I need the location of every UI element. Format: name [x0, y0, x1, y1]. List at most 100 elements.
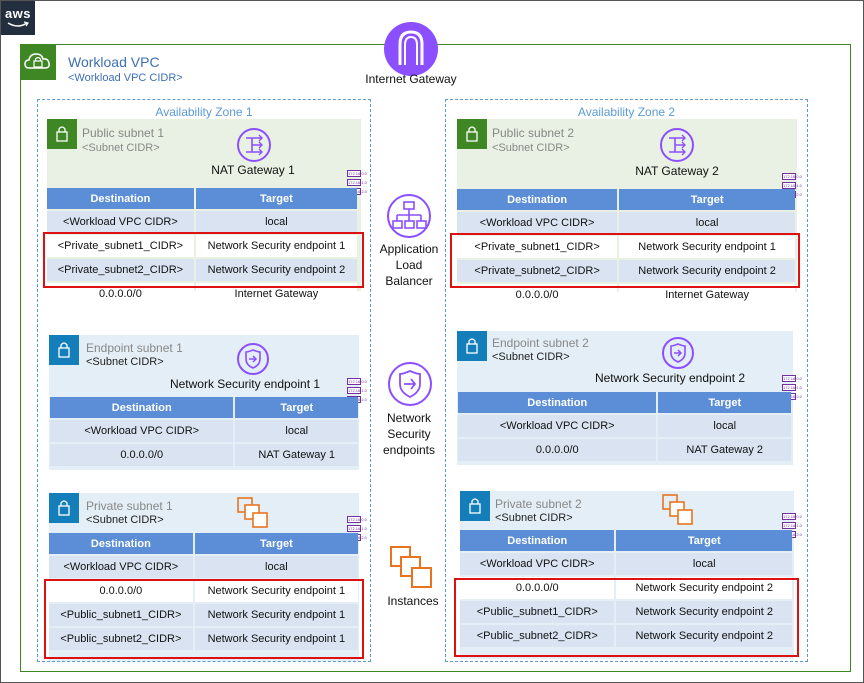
route-dest: <Private_subnet1_CIDR> — [457, 236, 618, 258]
route-target: Network Security endpoint 2 — [195, 259, 357, 281]
col-destination: Destination — [460, 530, 615, 551]
table-row: <Private_subnet2_CIDR>Network Security e… — [47, 259, 357, 281]
table-row: <Public_subnet2_CIDR>Network Security en… — [460, 625, 792, 647]
route-dest: <Private_subnet2_CIDR> — [457, 260, 618, 282]
ip-stack-2-entry: 172.16.0.0 — [347, 378, 367, 385]
route-dest: <Public_subnet2_CIDR> — [49, 628, 193, 650]
endpoint-subnet-1-name: Endpoint subnet 1 — [86, 341, 183, 355]
public-subnet-1-lock-icon — [47, 119, 77, 149]
ip-stack-4-entry: 172.16.1.0 — [782, 182, 802, 189]
application-load-balancer-icon — [387, 194, 431, 238]
route-target: Network Security endpoint 1 — [194, 580, 358, 602]
route-dest: 0.0.0.0/0 — [50, 444, 234, 466]
col-target: Target — [619, 189, 795, 210]
route-target: Network Security endpoint 1 — [194, 604, 358, 626]
route-dest: <Public_subnet1_CIDR> — [49, 604, 193, 626]
table-row: <Private_subnet1_CIDR>Network Security e… — [457, 236, 795, 258]
highlight-box — [454, 578, 799, 657]
table-row: <Workload VPC CIDR>local — [50, 420, 358, 442]
highlight-box — [43, 232, 364, 288]
table-row: <Workload VPC CIDR>local — [49, 556, 358, 578]
endpoint-subnet-2-name: Endpoint subnet 2 — [492, 336, 589, 350]
route-dest: <Private_subnet2_CIDR> — [47, 259, 194, 281]
route-target: Network Security endpoint 2 — [616, 625, 792, 647]
network-security-endpoints-icon — [388, 362, 432, 406]
route-dest: 0.0.0.0/0 — [47, 283, 194, 305]
col-target: Target — [195, 188, 357, 209]
public-subnet-1-cidr: <Subnet CIDR> — [82, 142, 160, 154]
application-load-balancer-label: Application Load Balancer — [361, 241, 457, 289]
nse-label-line-2: Security — [387, 427, 431, 441]
route-target: local — [194, 556, 358, 578]
ip-stack-6-entry: 172.16.0.0 — [782, 513, 802, 520]
route-target: Internet Gateway — [195, 283, 357, 305]
nse-label-line-3: endpoints — [382, 443, 436, 457]
public-subnet-1-name: Public subnet 1 — [82, 126, 165, 140]
route-target: Network Security endpoint 2 — [616, 577, 792, 599]
private-subnet-1-cidr: <Subnet CIDR> — [86, 514, 164, 526]
col-target: Target — [194, 533, 358, 554]
route-target: local — [235, 420, 358, 442]
network-security-endpoint-2-label: Network Security endpoint 2 — [594, 371, 746, 385]
az2-label: Availability Zone 2 — [577, 105, 676, 119]
aws-logo: aws — [1, 1, 35, 35]
availability-zone-2 — [445, 99, 808, 662]
endpoint-subnet-2-cidr: <Subnet CIDR> — [492, 351, 570, 363]
route-target: Network Security endpoint 1 — [619, 236, 795, 258]
nat-gateway-2-label: NAT Gateway 2 — [635, 164, 719, 178]
public-subnet-2-name: Public subnet 2 — [492, 126, 575, 140]
col-destination: Destination — [50, 397, 234, 418]
vpc-cloud-icon — [20, 44, 56, 80]
route-dest: <Private_subnet1_CIDR> — [47, 235, 194, 257]
table-row: <Workload VPC CIDR>local — [458, 415, 791, 437]
public-subnet-2-lock-icon — [457, 119, 487, 149]
route-dest: 0.0.0.0/0 — [457, 284, 618, 306]
col-destination: Destination — [49, 533, 193, 554]
route-target: Network Security endpoint 1 — [194, 628, 358, 650]
ip-stack-1-entry: 172.16.0.0 — [347, 170, 367, 177]
private-subnet-1-name: Private subnet 1 — [86, 499, 173, 513]
internet-gateway-label: Internet Gateway — [365, 72, 457, 86]
route-dest: <Workload VPC CIDR> — [50, 420, 234, 442]
route-dest: <Workload VPC CIDR> — [47, 211, 194, 233]
vpc-cidr: <Workload VPC CIDR> — [68, 72, 183, 84]
ip-stack-3-entry: 172.16.1.0 — [347, 525, 367, 532]
nse-label-line-1: Network — [386, 411, 431, 425]
route-target: local — [658, 415, 791, 437]
table-row: <Private_subnet2_CIDR>Network Security e… — [457, 260, 795, 282]
col-target: Target — [658, 392, 791, 413]
private-subnet-2-cidr: <Subnet CIDR> — [495, 512, 573, 524]
route-dest: <Public_subnet2_CIDR> — [460, 625, 615, 647]
network-security-endpoint-1-label: Network Security endpoint 1 — [169, 377, 321, 391]
route-target: local — [616, 553, 792, 575]
table-row: <Workload VPC CIDR>local — [457, 212, 795, 234]
ip-stack-4-entry: 172.16.0.0 — [782, 173, 802, 180]
route-target: local — [619, 212, 795, 234]
route-target: Internet Gateway — [619, 284, 795, 306]
nat-gateway-2-icon — [659, 127, 695, 163]
route-dest: <Workload VPC CIDR> — [460, 553, 615, 575]
ip-stack-1-entry: 172.16.1.0 — [347, 179, 367, 186]
table-row: <Workload VPC CIDR>local — [47, 211, 357, 233]
ip-stack-5-entry: 172.16.0.0 — [782, 375, 802, 382]
nat-gateway-1-icon — [236, 127, 272, 163]
route-target: NAT Gateway 2 — [658, 439, 791, 461]
ip-stack-6-entry: 172.16.1.0 — [782, 522, 802, 529]
table-row: <Private_subnet1_CIDR>Network Security e… — [47, 235, 357, 257]
col-destination: Destination — [458, 392, 657, 413]
endpoint-subnet-1-lock-icon — [49, 335, 79, 365]
route-target: Network Security endpoint 2 — [619, 260, 795, 282]
route-dest: <Public_subnet1_CIDR> — [460, 601, 615, 623]
private-subnet-2-name: Private subnet 2 — [495, 497, 582, 511]
nat-gateway-1-label: NAT Gateway 1 — [211, 163, 295, 177]
highlight-box — [44, 579, 364, 659]
instances-1-icon — [236, 496, 270, 530]
private-subnet-1-lock-icon — [49, 493, 79, 523]
